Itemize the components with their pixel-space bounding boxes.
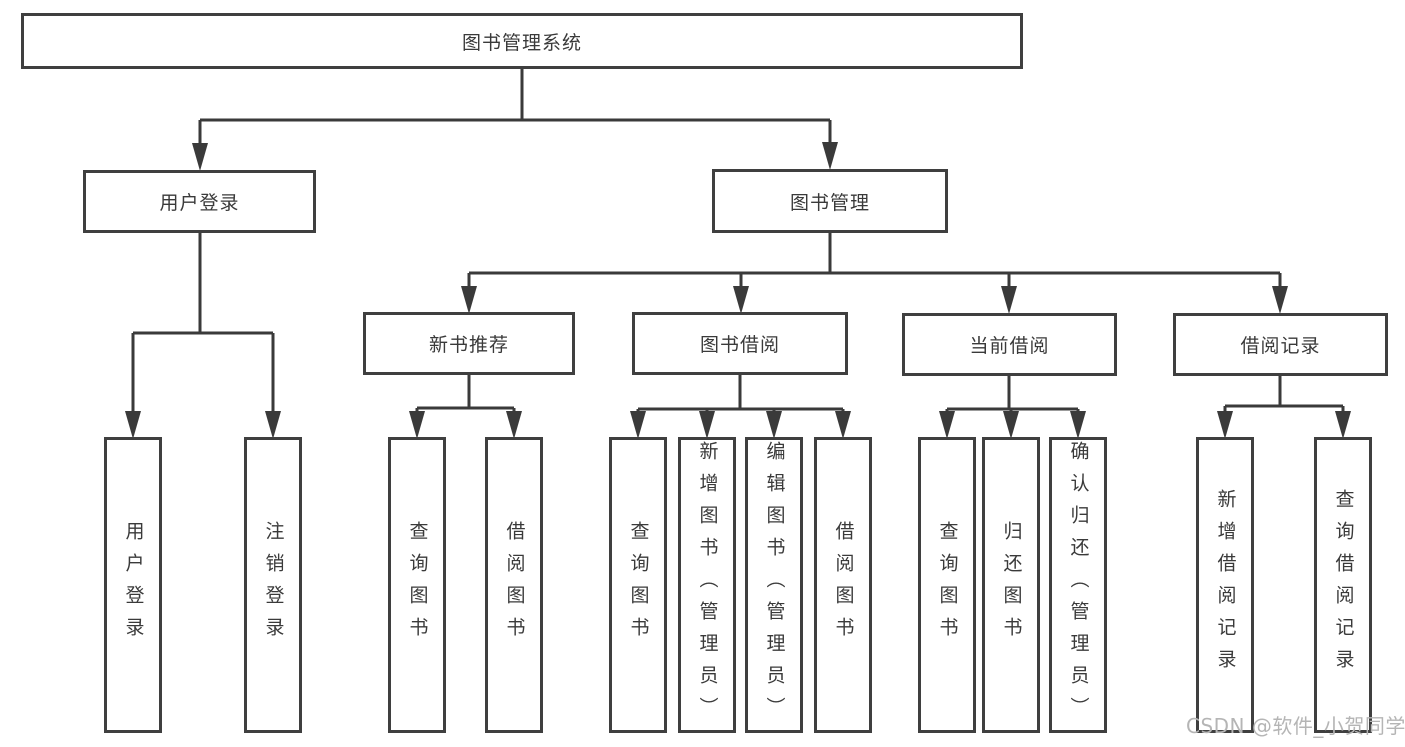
node-current-borrowing: 当前借阅	[902, 313, 1117, 376]
leaf-bb-add-books-admin-label: 新增图书（管理员）	[696, 441, 719, 729]
leaf-bb-borrow-books: 借阅图书	[814, 437, 872, 733]
arrow-down-icon	[192, 143, 208, 171]
connector-borrowing-records	[1223, 376, 1345, 412]
connector-new-book-recommend	[415, 375, 516, 412]
leaf-logout: 注销登录	[244, 437, 302, 733]
arrow-down-icon	[1217, 411, 1233, 439]
leaf-nb-query-books-label: 查询图书	[406, 521, 429, 649]
leaf-br-query-record-label: 查询借阅记录	[1332, 489, 1355, 681]
arrow-down-icon	[939, 411, 955, 439]
watermark-text: CSDN @软件_小贺同学	[1186, 714, 1405, 738]
arrow-down-icon	[699, 411, 715, 439]
arrow-down-icon	[461, 286, 477, 314]
leaf-cb-return-books-label: 归还图书	[1000, 521, 1023, 649]
leaf-nb-borrow-books: 借阅图书	[485, 437, 543, 733]
arrow-down-icon	[733, 286, 749, 314]
node-new-book-recommend-label: 新书推荐	[428, 334, 509, 356]
connector-book-borrowing	[636, 375, 845, 412]
node-root-label: 图书管理系统	[461, 31, 582, 54]
node-user-login-label: 用户登录	[159, 192, 240, 214]
leaf-bb-edit-books-admin-label: 编辑图书（管理员）	[763, 441, 786, 729]
node-current-borrowing-label: 当前借阅	[969, 335, 1050, 357]
leaf-cb-confirm-return-admin-label: 确认归还（管理员）	[1067, 441, 1090, 729]
leaf-bb-add-books-admin: 新增图书（管理员）	[678, 437, 736, 733]
node-new-book-recommend: 新书推荐	[363, 312, 575, 375]
leaf-bb-edit-books-admin: 编辑图书（管理员）	[745, 437, 803, 733]
arrow-down-icon	[125, 411, 141, 439]
connector-root	[198, 69, 832, 146]
leaf-bb-query-books: 查询图书	[609, 437, 667, 733]
leaf-cb-confirm-return-admin: 确认归还（管理员）	[1049, 437, 1107, 733]
connector-book-management	[467, 233, 1282, 288]
node-book-management: 图书管理	[712, 169, 948, 233]
arrow-down-icon	[1003, 411, 1019, 439]
node-root: 图书管理系统	[21, 13, 1023, 69]
leaf-user-login: 用户登录	[104, 437, 162, 733]
arrow-down-icon	[822, 142, 838, 170]
leaf-nb-borrow-books-label: 借阅图书	[503, 521, 526, 649]
leaf-logout-label: 注销登录	[262, 521, 285, 649]
leaf-user-login-label: 用户登录	[122, 521, 145, 649]
arrow-down-icon	[1001, 286, 1017, 314]
node-user-login: 用户登录	[83, 170, 316, 233]
node-book-management-label: 图书管理	[789, 191, 870, 214]
leaf-cb-query-books: 查询图书	[918, 437, 976, 733]
leaf-bb-query-books-label: 查询图书	[627, 521, 650, 649]
arrow-down-icon	[1070, 411, 1086, 439]
leaf-cb-return-books: 归还图书	[982, 437, 1040, 733]
leaf-nb-query-books: 查询图书	[388, 437, 446, 733]
leaf-bb-borrow-books-label: 借阅图书	[832, 521, 855, 649]
leaf-br-add-record: 新增借阅记录	[1196, 437, 1254, 733]
arrow-down-icon	[766, 411, 782, 439]
node-book-borrowing: 图书借阅	[632, 312, 848, 375]
leaf-br-query-record: 查询借阅记录	[1314, 437, 1372, 733]
arrow-down-icon	[409, 411, 425, 439]
node-book-borrowing-label: 图书借阅	[699, 334, 780, 356]
leaf-cb-query-books-label: 查询图书	[936, 521, 959, 649]
connector-user-login	[131, 233, 275, 412]
arrow-down-icon	[1335, 411, 1351, 439]
connector-current-borrowing	[945, 376, 1080, 412]
arrow-down-icon	[506, 411, 522, 439]
arrow-down-icon	[630, 411, 646, 439]
leaf-br-add-record-label: 新增借阅记录	[1214, 489, 1237, 681]
node-borrowing-records: 借阅记录	[1173, 313, 1388, 376]
arrow-down-icon	[835, 411, 851, 439]
arrowheads	[125, 142, 1351, 439]
arrow-down-icon	[265, 411, 281, 439]
node-borrowing-records-label: 借阅记录	[1240, 335, 1321, 357]
arrow-down-icon	[1272, 286, 1288, 314]
